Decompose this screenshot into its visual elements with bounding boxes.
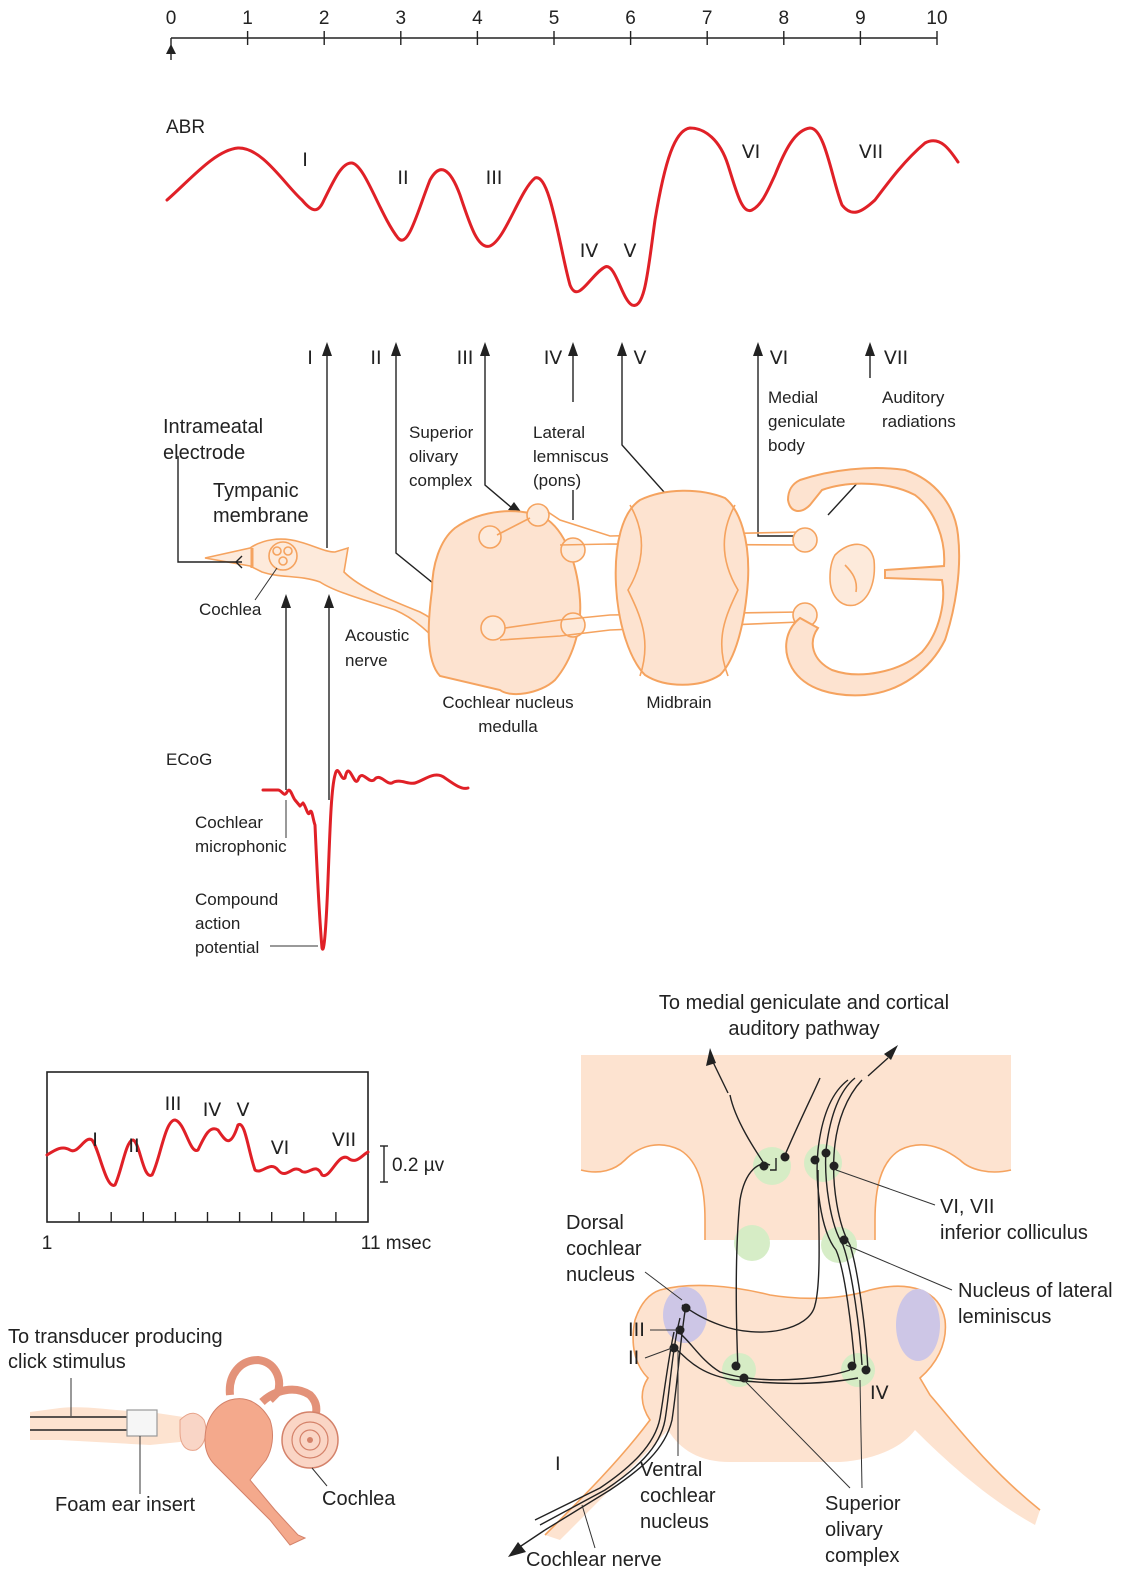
trace-x-start: 1 bbox=[42, 1233, 53, 1254]
label-soc-3: complex bbox=[409, 471, 473, 490]
arrow-label-vi: VI bbox=[770, 347, 789, 369]
ecog-panel: ECoG Cochlear microphonic Compound actio… bbox=[166, 594, 468, 957]
abr-peak-v: V bbox=[624, 240, 637, 262]
label-cochlea: Cochlea bbox=[199, 600, 262, 619]
abr-waveform bbox=[167, 128, 958, 305]
label-dcn-2: cochlear bbox=[566, 1238, 642, 1260]
label-cn-1: Cochlear nucleus bbox=[442, 693, 573, 712]
label-ear-cochlea: Cochlea bbox=[322, 1488, 396, 1510]
abr-peak-iii: III bbox=[486, 167, 503, 189]
label-ll-3: (pons) bbox=[533, 471, 581, 490]
arrow-label-v: V bbox=[634, 347, 647, 369]
arrow-label-iv: IV bbox=[544, 347, 563, 369]
trace-peak-v: V bbox=[237, 1099, 250, 1121]
label-cm-1: Cochlear bbox=[195, 813, 263, 832]
label-tympanic-1: Tympanic bbox=[213, 480, 299, 502]
ear-illustration: To transducer producing click stimulus F… bbox=[8, 1326, 396, 1545]
axis-tick-9: 9 bbox=[855, 8, 866, 29]
ecog-label: ECoG bbox=[166, 750, 212, 769]
mark-iii: III bbox=[628, 1319, 645, 1341]
label-cap-1: Compound bbox=[195, 890, 278, 909]
scale-label: 0.2 µv bbox=[392, 1155, 445, 1176]
label-ll-1: Nucleus of lateral bbox=[958, 1280, 1113, 1302]
axis-tick-4: 4 bbox=[472, 8, 483, 29]
trace-peak-vi: VI bbox=[271, 1137, 290, 1159]
label-transducer-1: To transducer producing bbox=[8, 1326, 223, 1348]
label-cn-2: medulla bbox=[478, 717, 538, 736]
trace-peak-iv: IV bbox=[203, 1099, 222, 1121]
label-ll-2: leminiscus bbox=[958, 1306, 1051, 1328]
label-radiations-2: radiations bbox=[882, 412, 956, 431]
label-dcn-3: nucleus bbox=[566, 1264, 635, 1286]
label-mgb-3: body bbox=[768, 436, 805, 455]
arrow-label-vii: VII bbox=[884, 347, 908, 369]
label-mgb-2: geniculate bbox=[768, 412, 846, 431]
arrow-label-i: I bbox=[307, 347, 313, 369]
axis-tick-10: 10 bbox=[926, 8, 947, 29]
label-midbrain: Midbrain bbox=[646, 693, 711, 712]
label-cap-2: action bbox=[195, 914, 240, 933]
label-soc-2: olivary bbox=[409, 447, 459, 466]
arrow-label-ii: II bbox=[370, 347, 381, 369]
trace-peak-iii: III bbox=[165, 1093, 182, 1115]
label-intrameatal-2: electrode bbox=[163, 442, 245, 464]
abr-peak-iv: IV bbox=[580, 240, 599, 262]
mark-ii: II bbox=[628, 1347, 639, 1369]
label-ic-2: inferior colliculus bbox=[940, 1222, 1088, 1244]
axis-tick-6: 6 bbox=[625, 8, 636, 29]
label-soc-b-3: complex bbox=[825, 1545, 899, 1567]
label-cm-2: microphonic bbox=[195, 837, 287, 856]
label-soc-1: Superior bbox=[409, 423, 474, 442]
axis-tick-8: 8 bbox=[779, 8, 790, 29]
arrow-label-iii: III bbox=[457, 347, 474, 369]
medulla bbox=[429, 511, 581, 694]
trace-peak-ii: II bbox=[128, 1135, 139, 1157]
label-tympanic-2: membrane bbox=[213, 505, 309, 527]
mark-iv: IV bbox=[870, 1382, 889, 1404]
time-axis: 0 1 2 3 4 5 6 7 8 9 10 bbox=[166, 8, 948, 60]
label-vcn-3: nucleus bbox=[640, 1511, 709, 1533]
label-top-1: To medial geniculate and cortical bbox=[659, 992, 949, 1014]
trace-peak-vii: VII bbox=[332, 1129, 356, 1151]
label-dcn-1: Dorsal bbox=[566, 1212, 624, 1234]
axis-tick-3: 3 bbox=[396, 8, 407, 29]
label-vcn-1: Ventral bbox=[640, 1459, 702, 1481]
axis-tick-0: 0 bbox=[166, 8, 177, 29]
axis-tick-1: 1 bbox=[242, 8, 253, 29]
abr-peak-i: I bbox=[302, 149, 308, 171]
label-acoustic-1: Acoustic bbox=[345, 626, 410, 645]
label-ic-1: VI, VII bbox=[940, 1196, 994, 1218]
label-foam-insert: Foam ear insert bbox=[55, 1494, 195, 1516]
label-soc-b-2: olivary bbox=[825, 1519, 883, 1541]
label-transducer-2: click stimulus bbox=[8, 1351, 126, 1373]
label-top-2: auditory pathway bbox=[728, 1018, 879, 1040]
trace-peak-i: I bbox=[92, 1129, 98, 1151]
label-radiations-1: Auditory bbox=[882, 388, 945, 407]
cochlea-shape bbox=[269, 542, 297, 570]
label-mgb-1: Medial bbox=[768, 388, 818, 407]
trace-x-end: 11 msec bbox=[361, 1233, 431, 1254]
axis-tick-2: 2 bbox=[319, 8, 330, 29]
abr-peak-ii: II bbox=[397, 167, 408, 189]
abr-peak-vi: VI bbox=[742, 141, 761, 163]
label-cochlear-nerve: Cochlear nerve bbox=[526, 1549, 662, 1571]
brainstem-schematic: To medial geniculate and cortical audito… bbox=[508, 992, 1113, 1571]
abr-label: ABR bbox=[166, 117, 205, 138]
label-vcn-2: cochlear bbox=[640, 1485, 716, 1507]
mark-i: I bbox=[555, 1453, 561, 1475]
label-ll-1: Lateral bbox=[533, 423, 585, 442]
axis-tick-5: 5 bbox=[549, 8, 560, 29]
label-cap-3: potential bbox=[195, 938, 259, 957]
label-ll-2: lemniscus bbox=[533, 447, 609, 466]
label-intrameatal-1: Intrameatal bbox=[163, 416, 263, 438]
abr-peak-vii: VII bbox=[859, 141, 883, 163]
label-soc-b-1: Superior bbox=[825, 1493, 901, 1515]
axis-tick-7: 7 bbox=[702, 8, 713, 29]
ecog-waveform bbox=[263, 771, 468, 950]
label-acoustic-2: nerve bbox=[345, 651, 388, 670]
